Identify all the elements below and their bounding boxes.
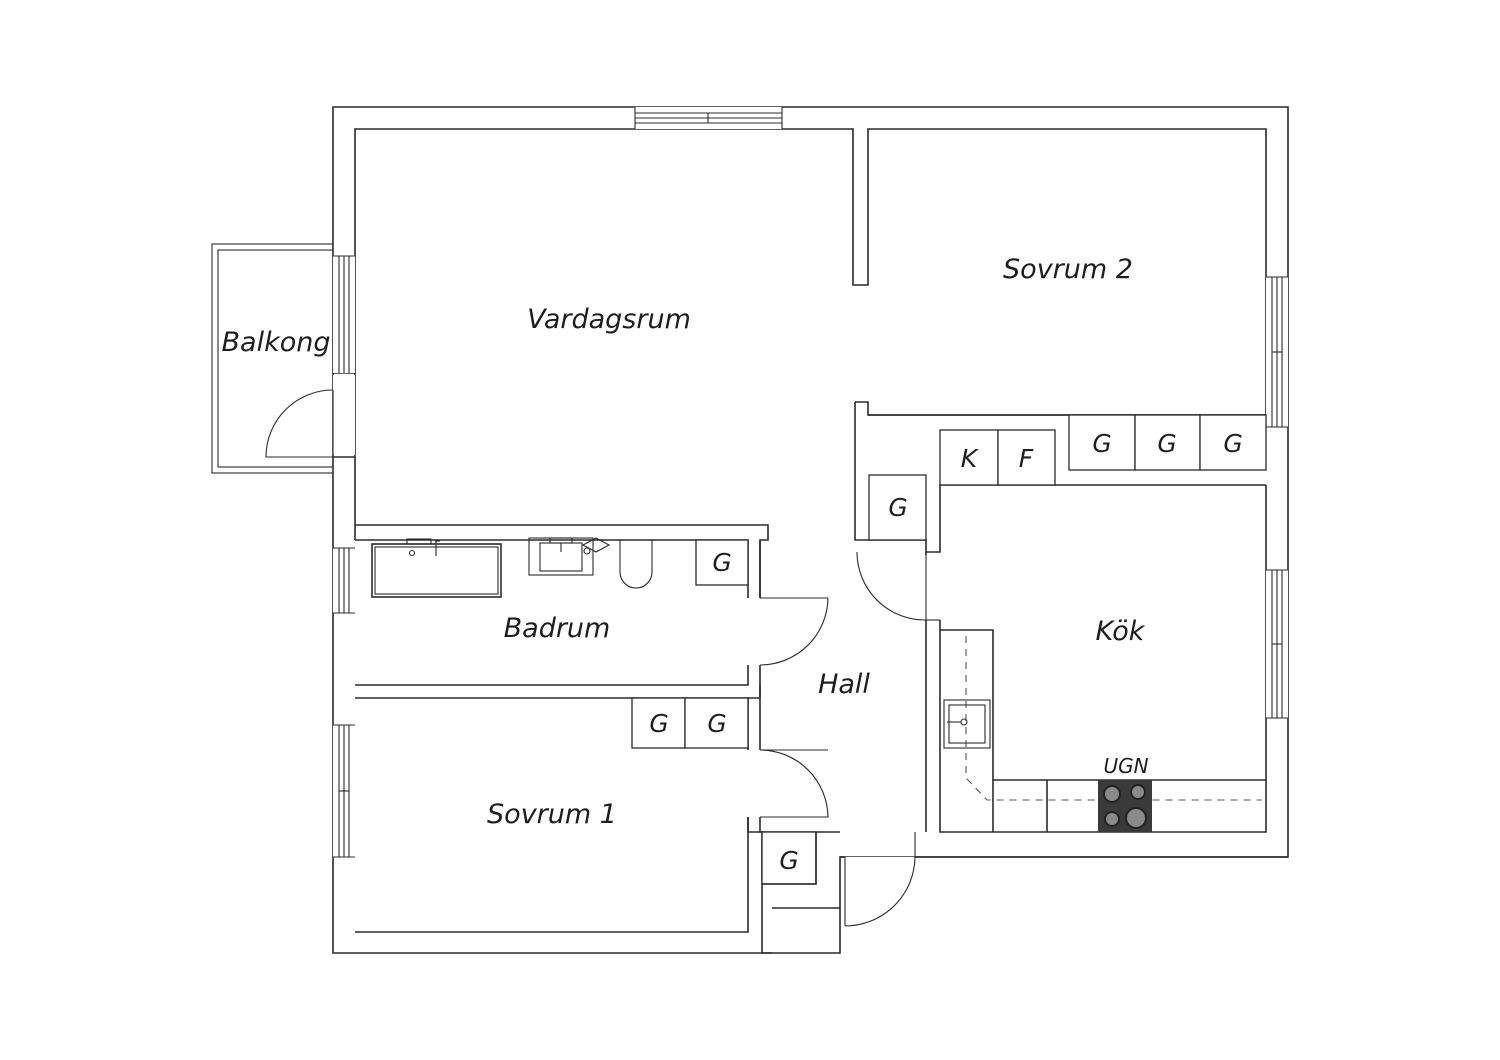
- room-label-kok: Kök: [1096, 616, 1146, 647]
- sovrum2-closets: [868, 414, 1267, 541]
- closet-g-bath: G: [712, 548, 731, 577]
- closet-box-sov1-2: [684, 697, 749, 749]
- hob: [1098, 780, 1152, 832]
- closet-box-sov1-1: [631, 697, 686, 749]
- closet-g-entrance: G: [779, 846, 798, 875]
- bathtub: [371, 538, 502, 598]
- room-label-sovrum-1: Sovrum 1: [487, 799, 617, 830]
- closet-g-hall-top: G: [888, 493, 907, 522]
- room-label-hall: Hall: [818, 669, 870, 700]
- outer-walls: [332, 106, 1289, 954]
- oven-label: UGN: [1103, 754, 1148, 778]
- toilet: [581, 537, 653, 589]
- room-label-badrum: Badrum: [504, 613, 611, 644]
- room-label-vardagsrum: Vardagsrum: [527, 304, 691, 335]
- closet-box-bath: [695, 539, 749, 586]
- sink-bath: [528, 537, 594, 576]
- windows: [333, 107, 1288, 858]
- closet-g-sov1-2: G: [707, 709, 726, 738]
- closet-g-sov2-1: G: [1092, 429, 1111, 458]
- fridge-k-label: K: [961, 444, 980, 473]
- freezer-f-label: F: [1019, 444, 1034, 473]
- room-label-sovrum-2: Sovrum 2: [1003, 254, 1133, 285]
- closet-g-sov2-3: G: [1223, 429, 1242, 458]
- closet-g-sov1-1: G: [649, 709, 668, 738]
- balcony: [211, 243, 335, 474]
- closet-g-sov2-2: G: [1157, 429, 1176, 458]
- doors: [265, 375, 1288, 953]
- room-label-balkong: Balkong: [222, 327, 331, 358]
- kitchen-sink: [943, 699, 991, 749]
